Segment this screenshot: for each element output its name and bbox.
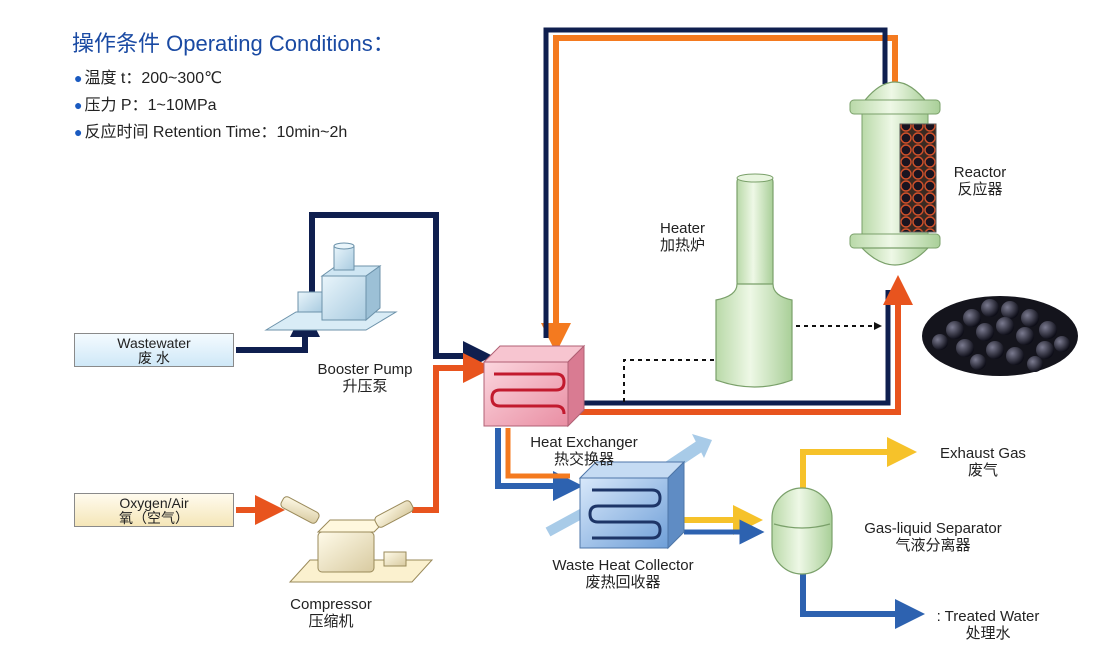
booster-pump-label: Booster Pump 升压泵 — [317, 361, 413, 395]
heat-exchanger-label: Heat Exchanger 热交换器 — [530, 434, 638, 468]
pipe-exchanger-to-reactor-navy — [578, 290, 891, 406]
separator-label: Gas-liquid Separator 气液分离器 — [864, 520, 1002, 554]
oxygen-input-box: Oxygen/Air 氧（空气） — [74, 493, 234, 527]
pipe-compressor-to-exchanger — [412, 353, 493, 513]
pipe-exchanger-to-collector-orange — [505, 428, 570, 479]
booster-pump-unit — [264, 242, 398, 331]
bullet-icon: ● — [74, 70, 83, 86]
pipe-reactor-return-navy — [543, 27, 888, 338]
wastewater-input-box: Wastewater 废 水 — [74, 333, 234, 367]
reactor-label: Reactor 反应器 — [953, 164, 1007, 198]
bullet-icon: ● — [74, 124, 83, 140]
condition-pressure: ●压力 P：1~10MPa — [74, 97, 217, 114]
pipe-separator-to-treated — [800, 572, 925, 629]
operating-conditions-title: 操作条件 Operating Conditions： — [72, 31, 395, 56]
collector-exhaust-arrowhead — [692, 434, 712, 458]
condition-retention-time: ●反应时间 Retention Time：10min~2h — [74, 124, 348, 141]
reactor-vessel — [849, 81, 941, 266]
pipe-wastewater-to-pump — [236, 307, 320, 353]
heater-label: Heater 加热炉 — [660, 220, 706, 254]
waste-heat-collector-unit — [578, 460, 686, 550]
pipe-exchanger-to-reactor-red — [578, 275, 913, 415]
catalyst-beads-image — [922, 296, 1078, 376]
compressor-label: Compressor 压缩机 — [290, 596, 372, 630]
pipe-reactor-return-orange — [541, 35, 898, 353]
pipe-exchanger-to-collector-blue — [495, 428, 583, 501]
treated-water-label: : Treated Water 处理水 — [936, 608, 1040, 642]
waste-heat-collector-label: Waste Heat Collector 废热回收器 — [552, 557, 694, 591]
pipe-separator-to-exhaust — [800, 437, 917, 488]
condition-temperature: ●温度 t：200~300℃ — [74, 70, 223, 87]
exhaust-gas-label: Exhaust Gas 废气 — [940, 445, 1026, 479]
heater-vessel — [715, 173, 793, 388]
bullet-icon: ● — [74, 97, 83, 113]
heat-exchanger-unit — [482, 344, 586, 428]
compressor-unit — [280, 496, 434, 583]
pipe-pump-to-exchanger — [309, 212, 493, 371]
separator-vessel — [771, 487, 833, 575]
